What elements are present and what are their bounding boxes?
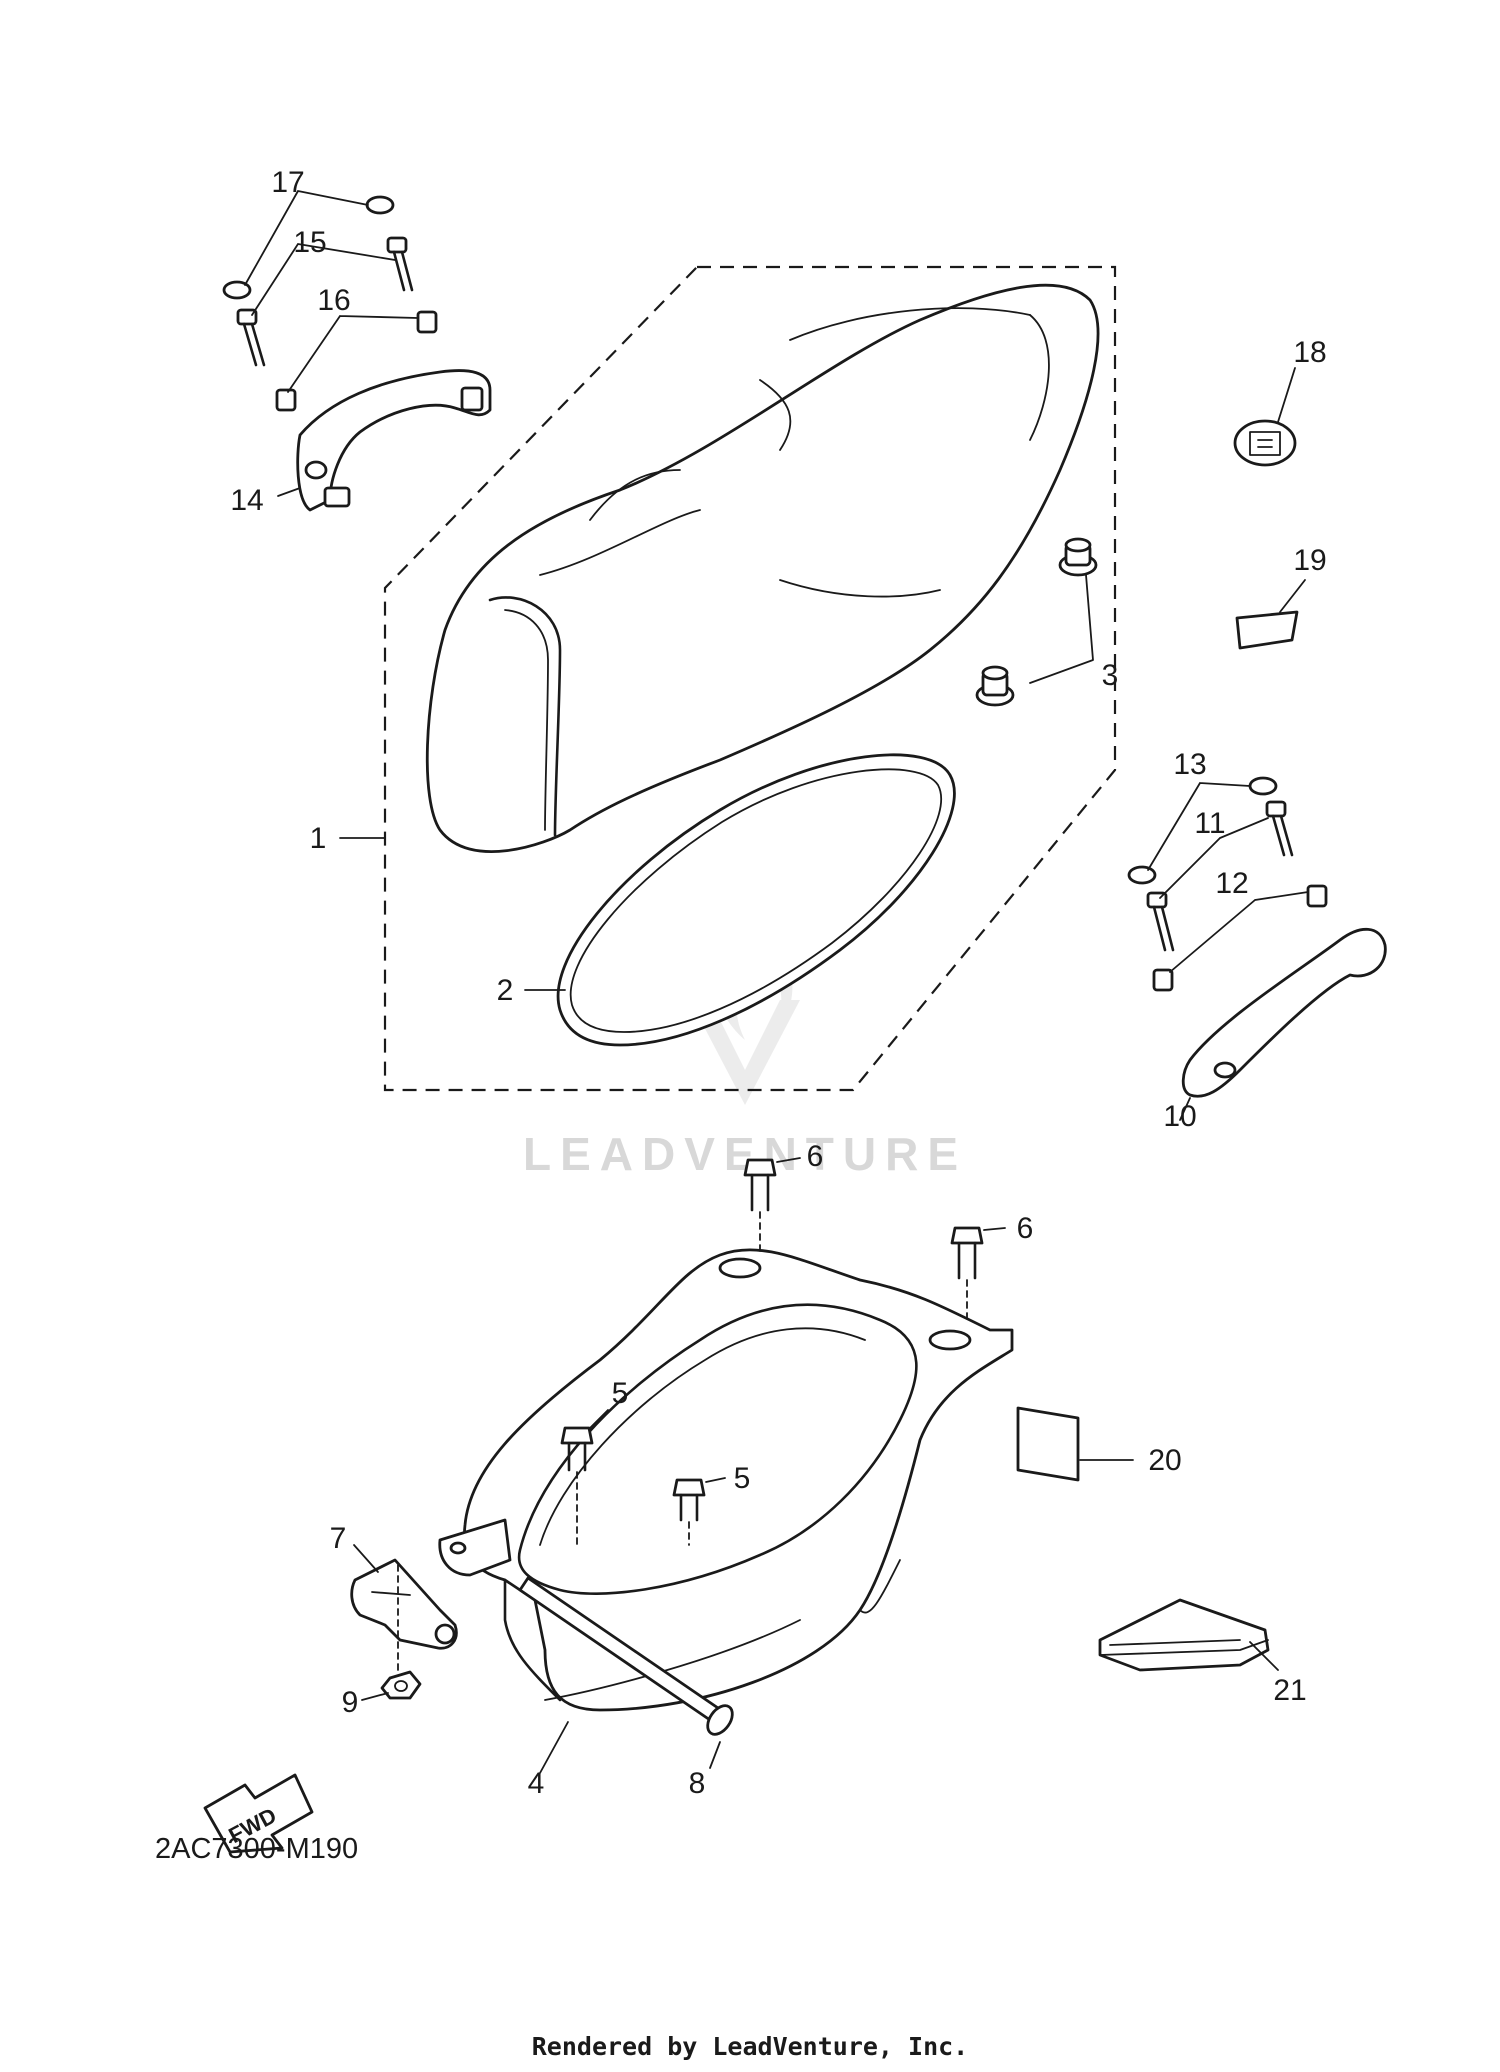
callout-13: 13 [1173,748,1206,781]
bolt-6-a [743,1158,777,1253]
callout-7: 7 [330,1522,347,1555]
callout-20: 20 [1148,1444,1181,1477]
collar-12-a [1306,884,1328,908]
bolt-6-b [950,1226,984,1323]
callout-9: 9 [342,1686,359,1719]
callout-5a: 5 [612,1377,629,1410]
callout-12: 12 [1215,867,1248,900]
cap-17-b [222,280,252,300]
fwd-arrow: FWD [203,1773,314,1854]
cap-13-b [1127,865,1157,885]
callout-15: 15 [293,226,326,259]
collar-12-b [1152,968,1174,992]
cap-13-a [1248,776,1278,796]
shaft-8 [518,1576,734,1736]
bolt-11-a [1265,800,1294,857]
callout-6a: 6 [807,1140,824,1173]
damper-upper [1058,537,1098,577]
rear-handle-left [296,369,492,512]
watermark-text: LEADVENTURE [523,1128,967,1180]
diagram-code: 2AC7300-M190 [155,1833,358,1865]
callout-14: 14 [230,484,263,517]
callout-16: 16 [317,284,350,317]
owner-manual [1098,1598,1270,1672]
bolt-5-a [560,1426,594,1546]
bolt-11-b [1146,891,1175,952]
callout-3: 3 [1102,659,1119,692]
bolt-5-b [672,1478,706,1546]
callout-4: 4 [528,1767,545,1800]
callout-11: 11 [1194,807,1225,840]
callout-17: 17 [271,166,304,199]
seat-seal [556,753,956,1047]
callout-21: 21 [1273,1674,1306,1707]
damper-lower [975,665,1015,707]
collar-16-a [416,310,438,334]
nut-9 [380,1670,422,1700]
callout-8: 8 [689,1767,706,1800]
callout-10: 10 [1163,1100,1196,1133]
bracket-7 [350,1558,458,1650]
callout-6b: 6 [1017,1212,1034,1245]
seat [425,283,1100,853]
plate-20 [1016,1406,1080,1482]
callout-18: 18 [1293,336,1326,369]
callout-19: 19 [1293,544,1326,577]
label-19 [1235,610,1299,650]
bolt-15-a [386,236,414,292]
seat-assembly-box [383,265,1117,1092]
storage-box [438,1248,1014,1712]
bolt-15-b [236,308,266,367]
callout-2: 2 [497,974,514,1007]
callout-1: 1 [310,822,327,855]
cap-17-a [365,195,395,215]
callout-5b: 5 [734,1462,751,1495]
collar-16-b [275,388,297,412]
emblem [1233,419,1297,467]
footer-credit: Rendered by LeadVenture, Inc. [532,2032,969,2061]
rear-handle-right [1181,927,1387,1098]
